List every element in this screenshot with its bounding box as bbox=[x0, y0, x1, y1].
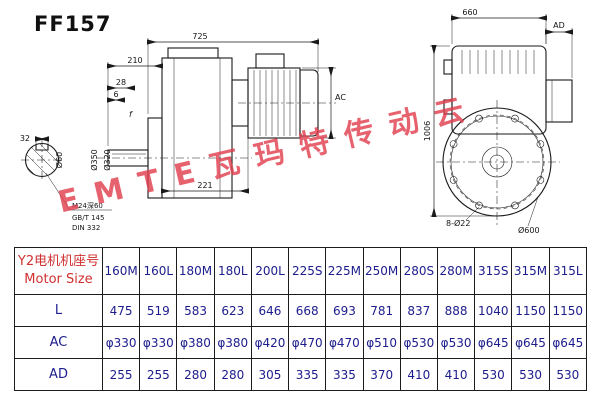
table-cell: 280 bbox=[176, 358, 215, 391]
table-cell: φ530 bbox=[399, 326, 438, 359]
side-view-dimensions: 725 210 28 6 f AC 221 Ø350 Ø320 bbox=[89, 32, 346, 194]
table-cell: 530 bbox=[511, 358, 550, 391]
table-cell: 255 bbox=[101, 358, 141, 391]
column-header-225S: 225S bbox=[288, 247, 327, 295]
row-label-AC: AC bbox=[14, 326, 103, 359]
label-standard-gb: GB/T 145 bbox=[72, 214, 104, 222]
technical-drawing: 725 210 28 6 f AC 221 Ø350 Ø320 bbox=[20, 8, 573, 235]
motor-size-header-cn: Y2电机机座号 bbox=[17, 254, 100, 270]
table-cell: 583 bbox=[176, 294, 215, 327]
table-cell: φ420 bbox=[250, 326, 290, 359]
table-cell: 623 bbox=[213, 294, 252, 327]
flange-bolt-holes bbox=[449, 114, 545, 210]
dim-6: 6 bbox=[113, 90, 118, 99]
column-header-180M: 180M bbox=[176, 247, 215, 295]
dim-key-width-32: 32 bbox=[20, 134, 30, 143]
dim-AC: AC bbox=[335, 93, 346, 102]
table-cell: 668 bbox=[288, 294, 327, 327]
table-cell: 519 bbox=[139, 294, 178, 327]
table-cell: φ510 bbox=[362, 326, 401, 359]
shaft-section-detail: 32 Ø60 M24深60 GB/T 145 DIN 332 bbox=[20, 134, 112, 232]
side-view-geometry bbox=[96, 47, 336, 199]
dim-overall-width-660: 660 bbox=[462, 8, 477, 17]
table-cell: 255 bbox=[139, 358, 178, 391]
table-cell: 305 bbox=[250, 358, 290, 391]
column-header-280M: 280M bbox=[436, 247, 476, 295]
table-cell: 410 bbox=[399, 358, 438, 391]
dim-overall-width-725: 725 bbox=[192, 32, 207, 41]
front-view-dimensions: 660 AD 1006 8-Ø22 Ø600 bbox=[423, 8, 573, 235]
table-cell: 781 bbox=[362, 294, 401, 327]
table-cell: 335 bbox=[325, 358, 364, 391]
row-label-AD: AD bbox=[14, 358, 103, 391]
table-cell: 410 bbox=[436, 358, 476, 391]
table-row-AD: AD 255 255 280 280 305 335 335 370 410 4… bbox=[14, 358, 588, 391]
dim-flange-dia-600: Ø600 bbox=[518, 225, 540, 235]
column-header-315M: 315M bbox=[511, 247, 550, 295]
motor-size-header-cell: Y2电机机座号 Motor Size bbox=[14, 247, 103, 295]
label-standard-din: DIN 332 bbox=[72, 224, 100, 232]
table-cell: 370 bbox=[362, 358, 401, 391]
table-cell: 1040 bbox=[474, 294, 513, 327]
motor-size-table: Y2电机机座号 Motor Size 160M 160L 180M 180L 2… bbox=[14, 247, 588, 391]
table-cell: φ645 bbox=[474, 326, 513, 359]
table-cell: 646 bbox=[250, 294, 290, 327]
motor-fins bbox=[253, 70, 297, 136]
dim-shaft-dia: Ø60 bbox=[54, 152, 64, 168]
column-header-180L: 180L bbox=[213, 247, 252, 295]
table-cell: φ645 bbox=[511, 326, 550, 359]
table-cell: 693 bbox=[325, 294, 364, 327]
column-header-250M: 250M bbox=[362, 247, 401, 295]
table-cell: φ380 bbox=[213, 326, 252, 359]
table-cell: 335 bbox=[288, 358, 327, 391]
column-header-280S: 280S bbox=[399, 247, 438, 295]
column-header-315L: 315L bbox=[548, 247, 588, 295]
table-cell: 530 bbox=[474, 358, 513, 391]
table-cell: 1150 bbox=[548, 294, 588, 327]
table-cell: 888 bbox=[436, 294, 476, 327]
housing-ribs bbox=[461, 50, 535, 74]
table-cell: 530 bbox=[548, 358, 588, 391]
dim-flange-bore: Ø320 bbox=[102, 149, 112, 171]
label-center-tap: M24深60 bbox=[72, 201, 103, 210]
row-label-L: L bbox=[14, 294, 103, 327]
column-header-160L: 160L bbox=[139, 247, 178, 295]
dim-AD: AD bbox=[553, 21, 565, 30]
column-header-160M: 160M bbox=[101, 247, 141, 295]
table-cell: φ645 bbox=[548, 326, 588, 359]
column-header-315S: 315S bbox=[474, 247, 513, 295]
table-header-row: Y2电机机座号 Motor Size 160M 160L 180M 180L 2… bbox=[14, 247, 588, 295]
dim-flange-spigot: Ø350 bbox=[89, 149, 99, 171]
model-title: FF157 bbox=[34, 12, 112, 36]
dim-28: 28 bbox=[116, 78, 126, 87]
table-cell: 1150 bbox=[511, 294, 550, 327]
dim-221: 221 bbox=[197, 181, 212, 190]
dim-overall-height-1006: 1006 bbox=[423, 121, 432, 141]
table-cell: φ330 bbox=[139, 326, 178, 359]
table-cell: φ530 bbox=[436, 326, 476, 359]
table-cell: 475 bbox=[101, 294, 141, 327]
table-cell: 837 bbox=[399, 294, 438, 327]
table-cell: φ470 bbox=[325, 326, 364, 359]
table-row-L: L 475 519 583 623 646 668 693 781 837 88… bbox=[14, 294, 588, 327]
column-header-200L: 200L bbox=[250, 247, 290, 295]
table-row-AC: AC φ330 φ330 φ380 φ380 φ420 φ470 φ470 φ5… bbox=[14, 326, 588, 359]
table-cell: φ470 bbox=[288, 326, 327, 359]
dim-210: 210 bbox=[127, 56, 142, 65]
table-cell: φ330 bbox=[101, 326, 141, 359]
column-header-225M: 225M bbox=[325, 247, 364, 295]
surface-mark-f: f bbox=[129, 110, 133, 119]
table-cell: φ380 bbox=[176, 326, 215, 359]
motor-size-header-en: Motor Size bbox=[24, 272, 93, 287]
front-view-geometry bbox=[436, 45, 573, 228]
table-cell: 280 bbox=[213, 358, 252, 391]
label-bolt-holes: 8-Ø22 bbox=[446, 218, 470, 228]
